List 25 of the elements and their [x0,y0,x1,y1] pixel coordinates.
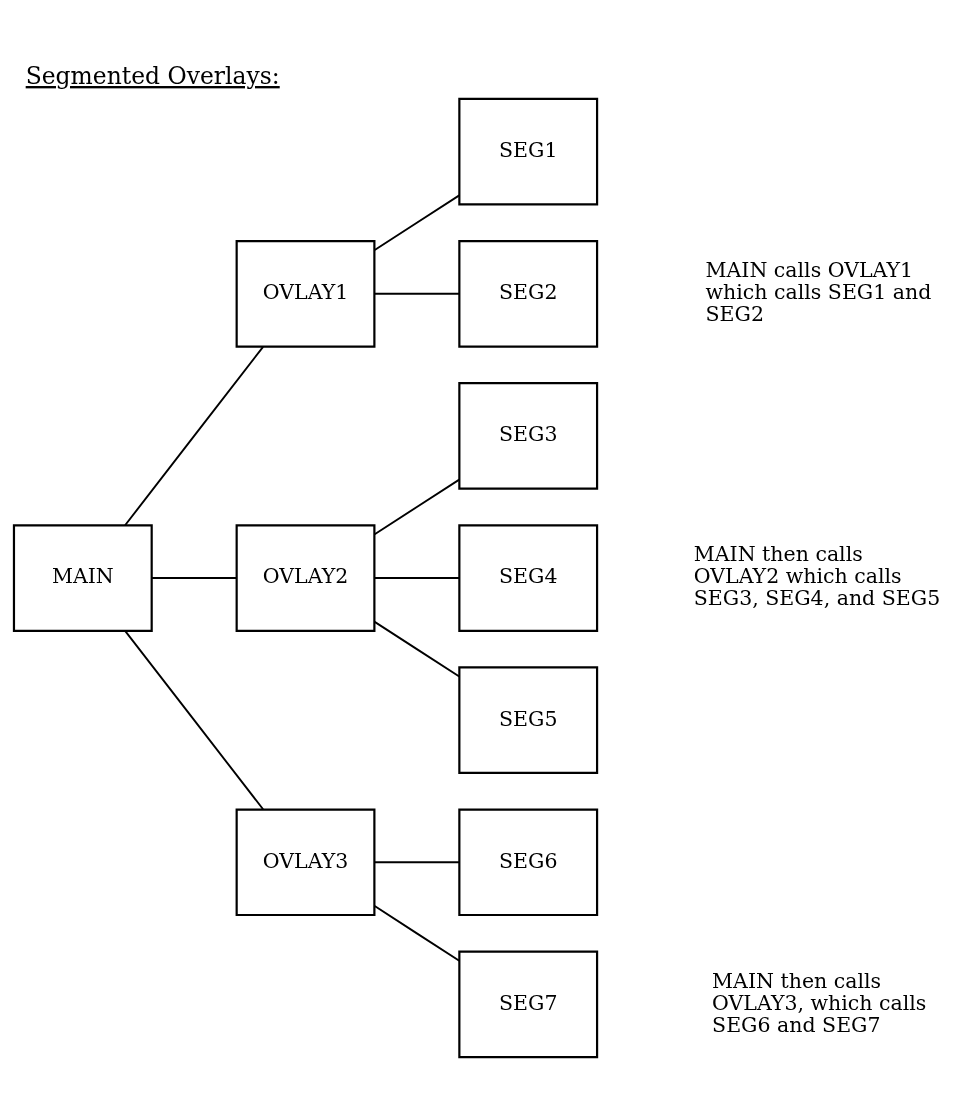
label: MAIN calls OVLAY1 which calls SEG1 and SEG2 [705,258,932,327]
node-box: OVLAY2 [235,524,376,632]
node-box: OVLAY1 [235,239,376,348]
label: MAIN then calls OVLAY3, which calls SEG6 and SEG7 [712,968,927,1037]
connector [124,629,265,811]
node-box: SEG6 [458,808,599,917]
node-box: SEG2 [458,239,599,348]
node-box: OVLAY3 [235,808,376,917]
connector [373,620,461,678]
connector [373,861,461,864]
node-box: SEG3 [458,382,599,490]
connector [373,478,461,536]
node-box: SEG1 [458,97,599,206]
node-box: SEG5 [458,666,599,774]
label: MAIN then calls OVLAY2 which calls SEG3, SEG4, and SEG5 [693,542,941,611]
connector [373,905,461,962]
node-box: MAIN [12,524,153,632]
connector [373,292,461,295]
node-box: SEG7 [458,950,599,1059]
diagram-title: Segmented Overlays: [25,62,280,91]
node-box: SEG4 [458,524,599,632]
connector [151,577,238,579]
connector [373,194,461,251]
connector [373,577,461,579]
connector [124,345,265,527]
